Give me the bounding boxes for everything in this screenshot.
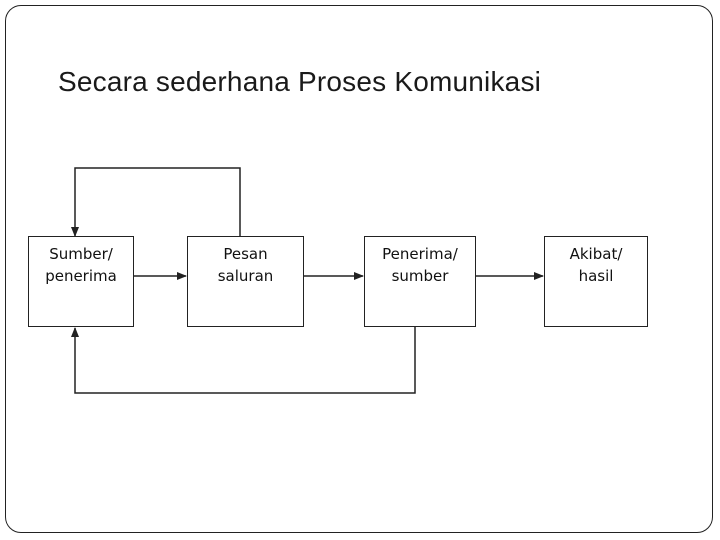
slide-frame	[5, 5, 713, 533]
feedback-loop-bottom	[71, 327, 416, 394]
node-label: Akibat/ hasil	[569, 245, 623, 285]
node-penerima-sumber: Penerima/ sumber	[364, 236, 476, 327]
node-sumber-penerima: Sumber/ penerima	[28, 236, 134, 327]
node-akibat-hasil: Akibat/ hasil	[544, 236, 648, 327]
node-label: Sumber/ penerima	[45, 245, 117, 285]
slide-title: Secara sederhana Proses Komunikasi	[58, 66, 542, 97]
node-label: Penerima/ sumber	[382, 245, 458, 285]
feedback-loop-top	[71, 167, 241, 237]
node-label: Pesan saluran	[217, 245, 274, 285]
node-pesan-saluran: Pesan saluran	[187, 236, 304, 327]
